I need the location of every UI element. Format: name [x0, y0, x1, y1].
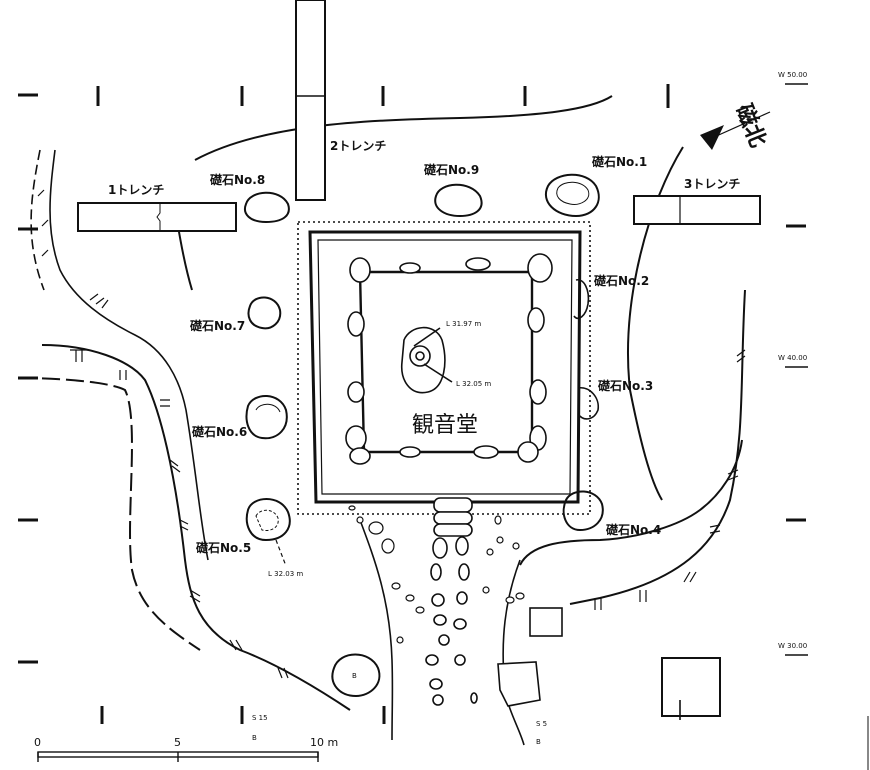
stone-8-label: 礎石No.8: [209, 172, 265, 187]
north-arrow: [700, 111, 771, 150]
trench-3: [633, 195, 761, 225]
foundation-stone-7: [247, 296, 282, 330]
level-label-3: L 32.03 m: [268, 570, 303, 578]
trench-2-label: 2トレンチ: [330, 139, 386, 153]
scattered-pebbles: [348, 505, 525, 644]
north-label: 磁北: [730, 101, 771, 152]
foundation-stone-5: [245, 498, 291, 567]
contour-north: [194, 95, 613, 161]
terrain-lines: [17, 95, 746, 746]
contour-center-west: [177, 225, 193, 291]
contour-west-2: [17, 377, 201, 651]
approach-steps: [425, 497, 478, 706]
grid-label-mid-right: W 40.00: [778, 354, 808, 368]
foundation-stone-3: [577, 387, 600, 420]
stone-5-label: 礎石No.5: [195, 540, 251, 555]
trench-3-label: 3トレンチ: [684, 177, 740, 191]
grid-label-top-right: W 50.00: [778, 71, 808, 85]
foundation-stone-8: [244, 191, 290, 224]
stone-3-label: 礎石No.3: [597, 378, 653, 393]
scale-label-0: 0: [34, 736, 41, 749]
grid-label-w40: W 40.00: [778, 354, 807, 362]
scale-label-5: 5: [174, 736, 181, 749]
grid-ticks: [18, 84, 806, 724]
square-feature-small: [529, 607, 563, 637]
foundation-stone-1: [545, 173, 600, 218]
grid-label-w30: W 30.00: [778, 642, 807, 650]
stone-6-label: 礎石No.6: [191, 424, 247, 439]
contour-west-outer: [49, 149, 209, 561]
trench-2: [295, 0, 326, 201]
foundation-stone-2: [573, 279, 590, 320]
scale-bar: [37, 751, 319, 762]
section-marker-right: S 5 B: [536, 720, 547, 746]
level-label-2: L 32.05 m: [456, 380, 491, 388]
hall-platform: [308, 230, 582, 504]
scale-label-10: 10 m: [310, 736, 338, 749]
contour-path-right: [502, 559, 525, 746]
level-label-1: L 31.97 m: [446, 320, 481, 328]
circular-feature-mark: B: [352, 672, 357, 680]
trench-1-label: 1トレンチ: [108, 183, 164, 197]
square-feature-large: [661, 657, 721, 717]
section-label-s5: S 5: [536, 720, 547, 728]
contour-south-entry: [519, 439, 743, 566]
stone-4-label: 礎石No.4: [605, 522, 661, 537]
circular-feature: [331, 653, 381, 698]
grid-label-bottom-right: W 30.00: [778, 642, 808, 656]
section-label-b2: B: [536, 738, 541, 746]
stone-7-label: 礎石No.7: [189, 318, 245, 333]
central-pit: [401, 326, 453, 394]
foundation-stone-9: [434, 183, 483, 218]
hall-title: 観音堂: [412, 413, 478, 438]
section-marker-left: S 15 B: [252, 714, 268, 742]
section-label-s15: S 15: [252, 714, 268, 722]
grid-label-w50: W 50.00: [778, 71, 807, 79]
slope-hachures: [37, 189, 746, 679]
stone-2-label: 礎石No.2: [593, 273, 649, 288]
contour-far-west: [30, 149, 45, 291]
contour-west-1: [41, 344, 351, 711]
stone-1-label: 礎石No.1: [591, 154, 647, 169]
trench-1: [77, 202, 237, 232]
contour-east-2: [569, 289, 746, 605]
stone-9-label: 礎石No.9: [423, 162, 479, 177]
foundation-stone-4: [562, 490, 604, 532]
building-edge-stones: [345, 253, 553, 465]
irregular-feature: [497, 661, 541, 707]
contour-path-left: [359, 519, 394, 741]
foundation-stone-6: [245, 395, 288, 440]
section-label-b1: B: [252, 734, 257, 742]
